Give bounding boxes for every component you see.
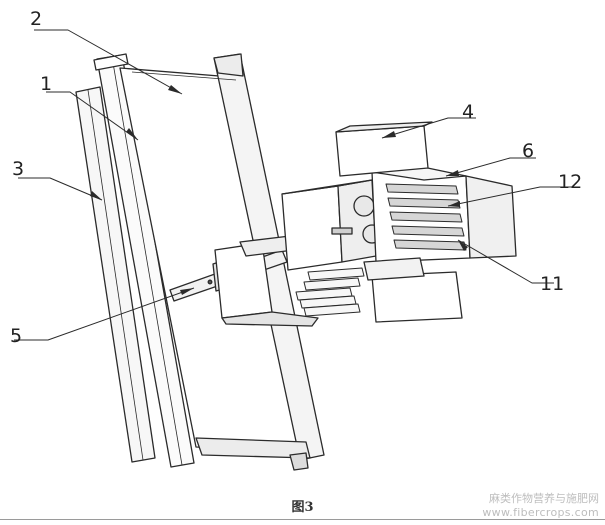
label-2: 2	[30, 8, 42, 30]
label-1: 1	[40, 73, 52, 95]
watermark-url: www.fibercrops.com	[482, 506, 599, 519]
label-12: 12	[558, 171, 582, 193]
label-6: 6	[522, 140, 534, 162]
part-12-slots	[385, 183, 467, 251]
label-4: 4	[462, 101, 474, 123]
part-5-arm	[169, 235, 319, 327]
part-11-lower-block	[295, 257, 463, 323]
watermark-text: 麻类作物营养与施肥网	[489, 492, 599, 505]
leader-lines	[14, 29, 572, 341]
figure-caption: 图3	[291, 500, 314, 515]
label-5: 5	[10, 325, 22, 347]
label-3: 3	[12, 158, 24, 180]
label-11: 11	[540, 273, 564, 295]
bottom-rule	[0, 519, 605, 520]
leader-arrowheads	[90, 85, 468, 295]
part-1-front-rail	[93, 53, 195, 468]
part-3-rear-rail	[75, 86, 156, 463]
part-4-upper-block	[335, 121, 433, 177]
